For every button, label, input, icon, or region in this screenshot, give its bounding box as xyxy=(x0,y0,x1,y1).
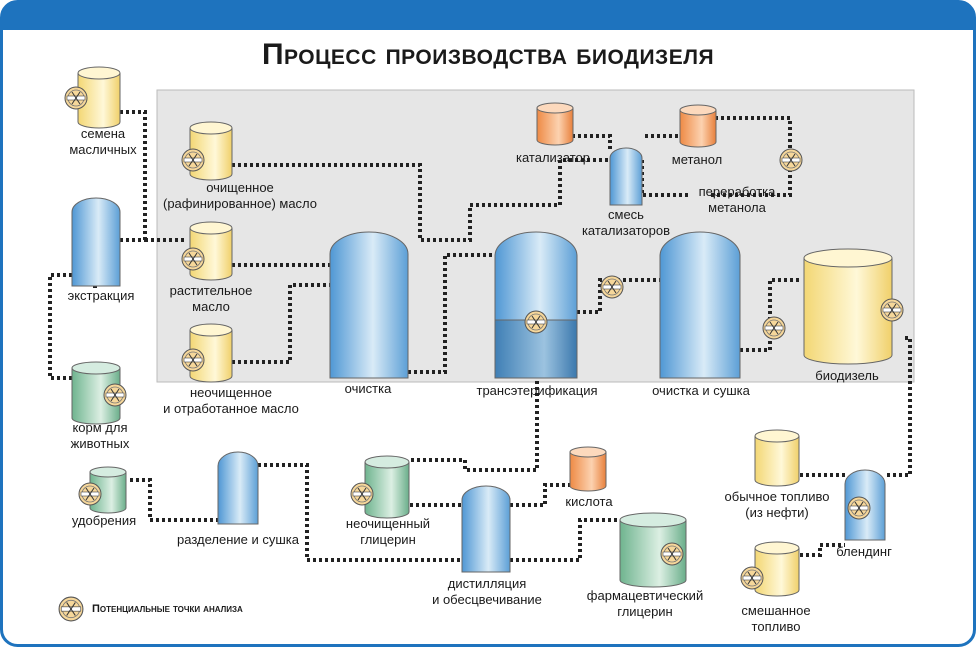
tank-fuel xyxy=(754,429,800,487)
label-fuel: обычное топливо(из нефти) xyxy=(724,489,830,520)
tank-acid xyxy=(569,446,607,492)
tank-fertilizer xyxy=(89,466,127,514)
legend-text: Потенциальные точки анализа xyxy=(92,603,243,615)
tank-seeds xyxy=(77,66,121,129)
label-fertilizer: удобрения xyxy=(71,513,137,528)
tank-waste-oil xyxy=(189,323,233,383)
tank-crude-glycerin xyxy=(364,455,410,519)
pipes xyxy=(48,110,912,562)
label-separation: разделение и сушка xyxy=(177,532,299,547)
vessel-transesterification xyxy=(494,231,578,379)
label-catalyst: катализатор xyxy=(516,150,590,165)
vessel-cleaning xyxy=(329,231,409,379)
tank-mixed-fuel xyxy=(754,541,800,597)
vessel-cat-mix xyxy=(609,147,643,206)
tank-pharma-glycerin xyxy=(619,512,687,588)
label-transesterification: трансэтерификация xyxy=(476,383,598,398)
label-biodiesel: биодизель xyxy=(815,368,879,383)
tank-biodiesel xyxy=(803,248,893,365)
label-methanol: метанол xyxy=(671,152,723,167)
label-clean-dry: очистка и сушка xyxy=(652,383,750,398)
label-acid: кислота xyxy=(565,494,613,509)
vessel-extraction xyxy=(71,197,121,287)
top-bar xyxy=(1,1,975,30)
vessel-separation xyxy=(217,451,259,525)
vessel-clean-dry xyxy=(659,231,741,379)
tank-feed xyxy=(71,361,121,425)
label-extraction: экстракция xyxy=(67,288,135,303)
label-blending: блендинг xyxy=(836,544,892,559)
label-refined-oil: очищенное(рафинированное) масло xyxy=(162,180,318,211)
vessel-distillation xyxy=(461,485,511,573)
tank-methanol xyxy=(679,104,717,148)
tank-catalyst xyxy=(536,102,574,146)
label-cleaning: очистка xyxy=(344,381,392,396)
page-title: Процесс производства биодизеля xyxy=(261,38,715,71)
